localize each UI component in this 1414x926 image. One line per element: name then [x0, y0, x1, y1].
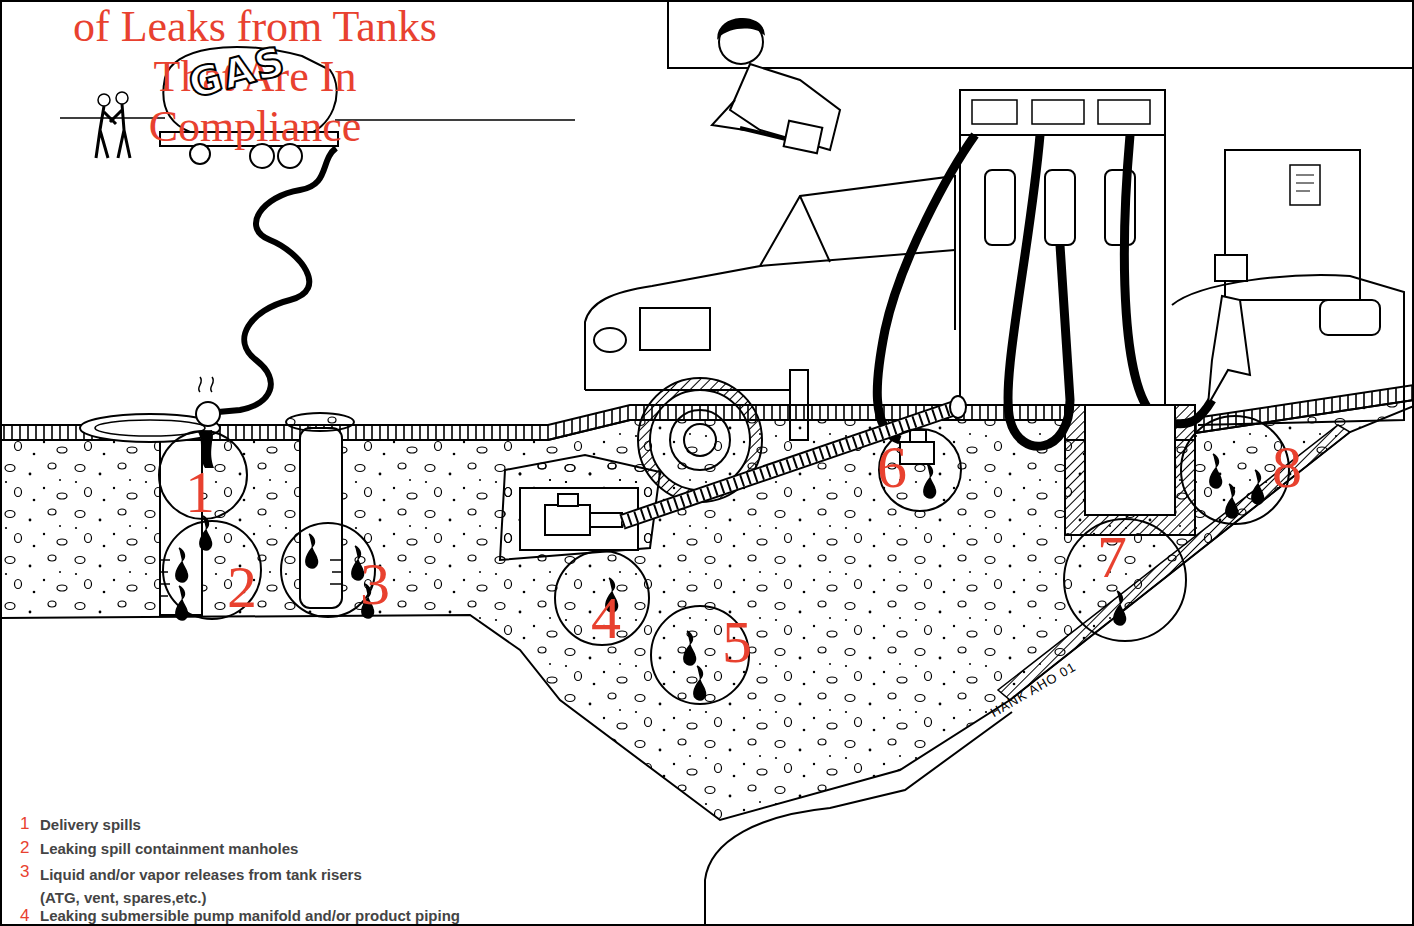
- car-nozzle: [1208, 296, 1250, 405]
- tail-light: [1320, 300, 1380, 335]
- drip: [1114, 591, 1126, 625]
- callout-circle: 2: [162, 520, 262, 620]
- callout-circle: 7: [1063, 518, 1187, 642]
- key-text: Leaking spill containment manholes: [40, 839, 298, 859]
- callout-circle: 6: [878, 428, 962, 512]
- grille: [640, 308, 710, 350]
- drip: [1226, 484, 1238, 518]
- key-text: Delivery spills: [40, 815, 141, 835]
- turbine-sump: [520, 488, 638, 550]
- callout-circle: 3: [280, 522, 376, 618]
- drip: [924, 464, 936, 498]
- pipe-stub: [590, 513, 622, 527]
- gravel-backfill: [0, 400, 1414, 820]
- fill-adapter: [196, 402, 220, 426]
- key-text: Liquid and/or vapor releases from tank r…: [40, 863, 370, 909]
- callout-circle: 4: [554, 550, 650, 646]
- headlight: [594, 328, 626, 352]
- nozzle: [1045, 170, 1075, 245]
- riser-cover: [286, 413, 354, 431]
- canopy: [668, 0, 1414, 68]
- callout-number: 8: [1272, 437, 1302, 497]
- drip: [306, 534, 318, 568]
- vapor-wisp: [199, 377, 214, 392]
- attendant-arm: [712, 100, 745, 130]
- callout-number: 7: [1097, 527, 1127, 587]
- pavement: [1195, 385, 1414, 433]
- key-number: 2: [20, 838, 29, 858]
- drip: [1252, 470, 1264, 504]
- drip: [1210, 454, 1222, 488]
- dispenser-display: [1098, 100, 1150, 124]
- valve-top: [910, 430, 926, 442]
- key-number: 4: [20, 906, 29, 925]
- callout-number: 1: [185, 462, 215, 522]
- person-body: [110, 104, 130, 158]
- dispenser-display: [1032, 100, 1084, 124]
- key-number: 1: [20, 814, 29, 834]
- tank-outline: [705, 712, 1012, 926]
- drip: [684, 631, 696, 665]
- delivery-hose: [218, 148, 336, 412]
- pipe-corrugation: [622, 408, 955, 522]
- fuel-cap: [1215, 255, 1247, 281]
- island-wall: [1065, 405, 1195, 535]
- dispenser-head: [960, 90, 1165, 135]
- hose: [877, 135, 975, 440]
- dispenser-sump: [1085, 405, 1175, 515]
- pipe-end: [950, 396, 966, 418]
- drip: [176, 548, 188, 582]
- callout-circle: 1: [158, 430, 248, 520]
- hose: [1124, 135, 1212, 424]
- callout-circle: 5: [650, 605, 750, 705]
- drip: [176, 586, 188, 620]
- callout-number: 3: [360, 554, 390, 614]
- product-pipe: [622, 408, 955, 522]
- person-head: [116, 92, 128, 104]
- squeegee-head: [784, 121, 823, 154]
- product-pipe: [622, 408, 955, 522]
- hair: [718, 19, 764, 38]
- person-body: [96, 106, 116, 158]
- tank-riser: [300, 428, 342, 608]
- callout-circle: 8: [1180, 415, 1290, 525]
- callout-number: 2: [227, 557, 257, 617]
- pump-head: [545, 505, 590, 535]
- drip: [694, 666, 706, 700]
- callout-number: 4: [591, 588, 621, 648]
- key-text: Leaking submersible pump manifold and/or…: [40, 907, 460, 925]
- hose: [1008, 135, 1070, 446]
- spill-bucket-rim: [95, 420, 205, 436]
- notice-lines: [1296, 175, 1314, 191]
- dispenser-display: [972, 100, 1017, 124]
- pickup-windshield: [760, 196, 955, 266]
- sump-lid: [500, 455, 660, 560]
- pump-cap: [558, 494, 578, 506]
- key-number: 3: [20, 862, 29, 882]
- notice-paper: [1290, 165, 1320, 205]
- person-head: [98, 94, 110, 106]
- squeegee-handle: [740, 128, 790, 140]
- callout-number: 5: [722, 612, 752, 672]
- nozzle: [985, 170, 1015, 245]
- gauge-ticks: [330, 560, 342, 584]
- callout-number: 6: [877, 437, 907, 497]
